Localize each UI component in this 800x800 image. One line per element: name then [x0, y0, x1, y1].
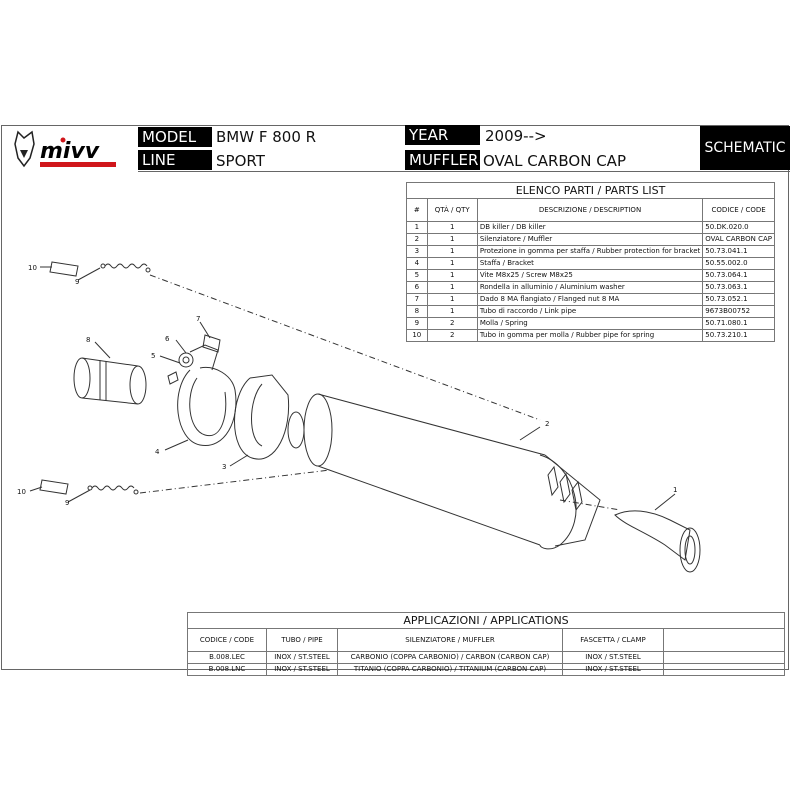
cell [663, 651, 785, 664]
cell: 50.73.063.1 [702, 281, 775, 294]
cell: 50.71.080.1 [702, 317, 775, 330]
cell: 1 [426, 305, 478, 318]
cell: INOX / ST.STEEL [562, 651, 664, 664]
cell: Tubo di raccordo / Link pipe [476, 305, 704, 318]
applications-title: APPLICAZIONI / APPLICATIONS [187, 612, 785, 629]
col-clamp: FASCETTA / CLAMP [562, 628, 664, 652]
cell: 50.73.210.1 [702, 329, 775, 342]
schematic-badge: SCHEMATIC [700, 126, 790, 170]
cell: INOX / ST.STEEL [266, 651, 338, 664]
cell: Staffa / Bracket [476, 257, 704, 270]
cell: 2 [426, 317, 478, 330]
col-qty: QTÀ / QTY [426, 198, 478, 222]
cell: 50.73.041.1 [702, 245, 775, 258]
muffler-label: MUFFLER [405, 150, 480, 170]
cell: Vite M8x25 / Screw M8x25 [476, 269, 704, 282]
cell: Protezione in gomma per staffa / Rubber … [476, 245, 704, 258]
cell: 2 [406, 233, 428, 246]
col-muffler: SILENZIATORE / MUFFLER [337, 628, 563, 652]
cell: TITANIO (COPPA CARBONIO) / TITANIUM (CAR… [337, 663, 563, 676]
cell: 1 [426, 269, 478, 282]
cell: INOX / ST.STEEL [266, 663, 338, 676]
cell: 6 [406, 281, 428, 294]
cell: 10 [406, 329, 428, 342]
cell: OVAL CARBON CAP [702, 233, 775, 246]
col-code: CODICE / CODE [702, 198, 775, 222]
cell: Silenziatore / Muffler [476, 233, 704, 246]
cell [663, 663, 785, 676]
muffler-value: OVAL CARBON CAP [483, 152, 626, 170]
applications-table: APPLICAZIONI / APPLICATIONS CODICE / COD… [187, 612, 785, 676]
col-number: # [406, 198, 428, 222]
cell: 1 [406, 221, 428, 234]
cell: Molla / Spring [476, 317, 704, 330]
cell: 50.55.002.0 [702, 257, 775, 270]
cell: B.008.LEC [187, 651, 267, 664]
cell: 3 [406, 245, 428, 258]
cell: 7 [406, 293, 428, 306]
cell: Tubo in gomma per molla / Rubber pipe fo… [476, 329, 704, 342]
cell: Dado 8 MA flangiato / Flanged nut 8 MA [476, 293, 704, 306]
col-extra [663, 628, 785, 652]
line-value: SPORT [216, 152, 265, 170]
cell: 1 [426, 245, 478, 258]
mivv-logo: mivv [14, 130, 116, 168]
line-label: LINE [138, 150, 212, 170]
cell: INOX / ST.STEEL [562, 663, 664, 676]
cell: 50.73.052.1 [702, 293, 775, 306]
cell: 1 [426, 281, 478, 294]
col-code: CODICE / CODE [187, 628, 267, 652]
cell: 5 [406, 269, 428, 282]
cell: 9 [406, 317, 428, 330]
cell: 1 [426, 221, 478, 234]
cell: 4 [406, 257, 428, 270]
cell: B.008.LNC [187, 663, 267, 676]
header-divider [138, 171, 790, 172]
cell: 50.73.064.1 [702, 269, 775, 282]
parts-list-table: ELENCO PARTI / PARTS LIST # QTÀ / QTY DE… [406, 182, 775, 342]
model-value: BMW F 800 R [216, 128, 317, 146]
cell: 1 [426, 233, 478, 246]
parts-list-title: ELENCO PARTI / PARTS LIST [406, 182, 775, 199]
cell: 50.DK.020.0 [702, 221, 775, 234]
model-label: MODEL [138, 127, 212, 147]
cell: Rondella in alluminio / Aluminium washer [476, 281, 704, 294]
svg-text:mivv: mivv [40, 139, 100, 164]
col-description: DESCRIZIONE / DESCRIPTION [476, 198, 704, 222]
cell: DB killer / DB killer [476, 221, 704, 234]
year-label: YEAR [405, 125, 480, 145]
cell: CARBONIO (COPPA CARBONIO) / CARBON (CARB… [337, 651, 563, 664]
col-pipe: TUBO / PIPE [266, 628, 338, 652]
cell: 2 [426, 329, 478, 342]
cell: 8 [406, 305, 428, 318]
cell: 1 [426, 293, 478, 306]
cell: 9673B00752 [702, 305, 775, 318]
cell: 1 [426, 257, 478, 270]
year-value: 2009--> [485, 127, 547, 145]
